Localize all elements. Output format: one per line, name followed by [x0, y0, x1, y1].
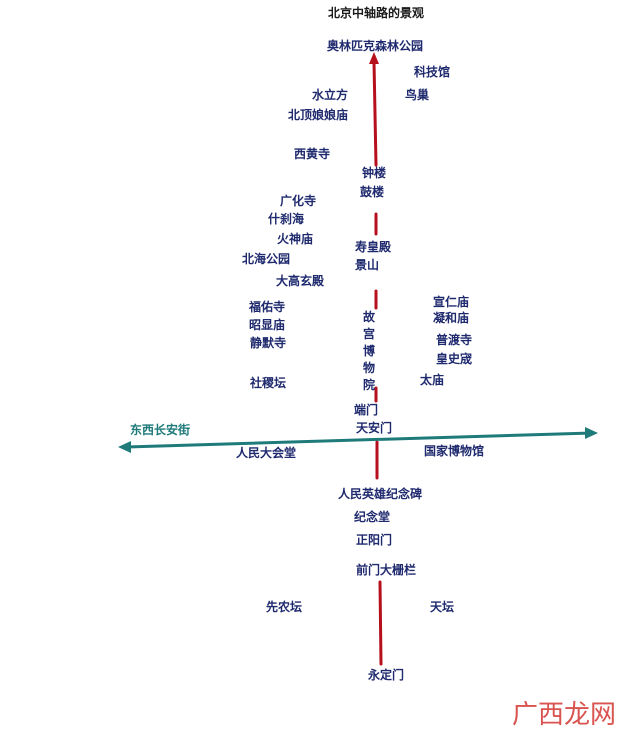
street-arrow-east-icon: [585, 427, 598, 439]
label-duanmen: 端门: [354, 403, 379, 417]
label-zhaoxian-temple: 昭显庙: [249, 318, 286, 332]
label-drum-tower: 鼓楼: [360, 185, 385, 199]
label-bell-tower: 钟楼: [362, 166, 387, 180]
axis-segment-south: [378, 580, 383, 666]
street-arrow-west-icon: [118, 441, 131, 453]
axis-arrow-north-icon: [369, 52, 379, 64]
label-beiding-temple: 北顶娘娘庙: [288, 108, 349, 122]
label-jingshan: 景山: [355, 258, 380, 272]
label-dagaoxuan-hall: 大高玄殿: [276, 274, 325, 288]
label-guanghua-temple: 广化寺: [280, 194, 317, 208]
label-taimiao: 太庙: [420, 373, 445, 387]
label-zhengyangmen: 正阳门: [356, 533, 393, 547]
label-qianmen-dashilan: 前门大栅栏: [356, 563, 417, 577]
label-jingmo-temple: 静默寺: [250, 336, 287, 350]
label-memorial-hall: 纪念堂: [354, 510, 391, 524]
label-pudu-temple: 普渡寺: [436, 333, 473, 347]
label-fuyou-temple: 福佑寺: [249, 300, 286, 314]
label-science-museum: 科技馆: [414, 65, 451, 79]
label-shouhuang-hall: 寿皇殿: [355, 240, 392, 254]
label-great-hall: 人民大会堂: [236, 446, 297, 460]
label-tiananmen: 天安门: [356, 421, 393, 435]
label-monument: 人民英雄纪念碑: [338, 487, 423, 501]
label-xihuang-temple: 西黄寺: [294, 147, 331, 161]
label-ninghe-temple: 凝和庙: [433, 311, 470, 325]
label-sheji-altar: 社稷坛: [250, 376, 287, 390]
label-huangshicheng: 皇史宬: [436, 352, 473, 366]
label-birds-nest: 鸟巢: [405, 88, 430, 102]
label-temple-of-heaven: 天坛: [430, 600, 455, 614]
changan-street-line: [124, 431, 594, 449]
label-palace-museum: 故宫博物院: [363, 310, 376, 392]
label-national-museum: 国家博物馆: [424, 444, 485, 458]
axis-segment-north: [372, 60, 378, 167]
label-olympic-park: 奥林匹克森林公园: [327, 39, 424, 53]
label-changan-street: 东西长安街: [130, 423, 191, 437]
label-shichahai: 什刹海: [268, 212, 305, 226]
central-axis-line: [372, 60, 383, 666]
label-yongdingmen: 永定门: [368, 668, 405, 682]
map-title: 北京中轴路的景观: [328, 6, 425, 20]
watermark-logo: 广西龙网: [512, 700, 617, 730]
label-water-cube: 水立方: [312, 88, 349, 102]
label-xuanren-temple: 宣仁庙: [433, 295, 470, 309]
label-huoshen-temple: 火神庙: [277, 232, 314, 246]
label-xiannong-altar: 先农坛: [266, 600, 303, 614]
label-beihai-park: 北海公园: [242, 252, 291, 266]
